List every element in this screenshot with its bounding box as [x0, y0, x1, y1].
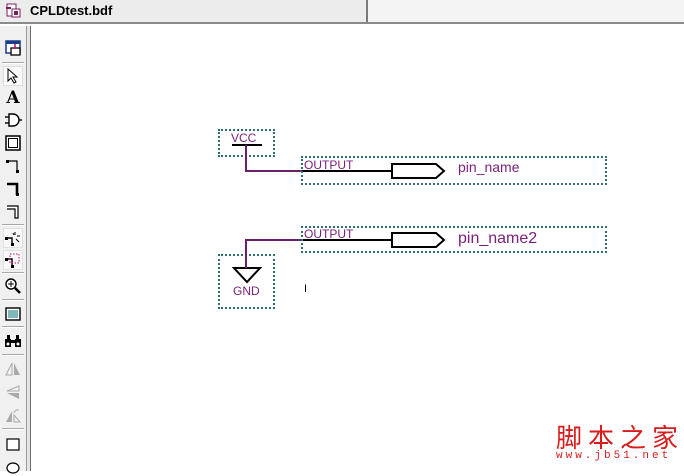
vcc-label: VCC [231, 131, 257, 145]
toolbar-separator [2, 299, 24, 301]
rectangle-tool-button[interactable] [3, 434, 23, 454]
flip-horizontal-button[interactable] [3, 359, 23, 379]
rubberbanding-toggle-button[interactable] [3, 228, 23, 248]
toolbar-separator [2, 326, 24, 328]
partial-line-selection-button[interactable] [3, 250, 23, 270]
toolbar-splitter[interactable] [26, 26, 31, 471]
block-editor-toolbar: A [0, 26, 27, 474]
document-tab[interactable]: CPLDtest.bdf [0, 0, 368, 22]
pin-name-label: pin_name2 [458, 230, 538, 247]
gnd-label: GND [233, 284, 260, 298]
orthogonal-node-tool-button[interactable] [3, 156, 23, 176]
node-wire-icon [6, 160, 19, 173]
output-pin-arrow [391, 232, 446, 248]
full-screen-button[interactable] [3, 304, 23, 324]
output-type-label: OUTPUT [304, 227, 354, 241]
text-A-icon: A [6, 88, 20, 108]
toolbar-separator [2, 428, 24, 430]
rubberband-icon [5, 232, 20, 246]
pin-name-label: pin_name [458, 159, 520, 175]
pointer-arrow-icon [7, 68, 19, 84]
orthogonal-conduit-tool-button[interactable] [3, 202, 23, 222]
selection-tool-button[interactable] [3, 66, 23, 86]
zoom-magnifier-icon [5, 278, 21, 294]
full-screen-icon [5, 307, 21, 321]
output-pin-2[interactable] [301, 226, 607, 253]
binoculars-icon [5, 335, 21, 347]
watermark-url: www.jb51.net [556, 450, 672, 462]
rotate-left-90-button[interactable] [3, 405, 23, 425]
toolbar-separator [2, 62, 24, 64]
output-pin-1[interactable] [301, 156, 607, 185]
orthogonal-bus-tool-button[interactable] [3, 179, 23, 199]
find-button[interactable] [3, 331, 23, 351]
block-diagram-file-icon [6, 3, 22, 19]
text-cursor: I [304, 283, 308, 295]
rectangle-icon [6, 438, 20, 451]
vcc-wire [245, 145, 302, 172]
window-toggle-button[interactable] [3, 38, 23, 58]
symbol-tool-button[interactable] [3, 110, 23, 130]
flip-vertical-icon [6, 385, 20, 399]
gnd-wire [245, 239, 302, 268]
toolbar-separator [2, 354, 24, 356]
text-tool-button[interactable]: A [3, 88, 23, 108]
and-gate-icon [5, 113, 22, 127]
conduit-wire-icon [7, 205, 19, 219]
flip-horizontal-icon [5, 362, 20, 376]
rotate-icon [6, 409, 21, 423]
document-tab-title: CPLDtest.bdf [30, 3, 113, 18]
bus-wire-icon [7, 182, 19, 196]
toolbar-separator [2, 272, 24, 274]
flip-vertical-button[interactable] [3, 382, 23, 402]
block-rectangle-icon [5, 135, 21, 151]
output-type-label: OUTPUT [304, 158, 354, 172]
detach-window-icon [5, 40, 21, 56]
partial-select-icon [5, 253, 20, 268]
toolbar-separator [2, 224, 24, 226]
output-pin-arrow [391, 163, 446, 179]
watermark-title: 脚本之家 [556, 424, 684, 454]
schematic-canvas[interactable] [31, 26, 684, 471]
document-tab-bar: CPLDtest.bdf [0, 0, 684, 24]
zoom-tool-button[interactable] [3, 276, 23, 296]
block-tool-button[interactable] [3, 133, 23, 153]
